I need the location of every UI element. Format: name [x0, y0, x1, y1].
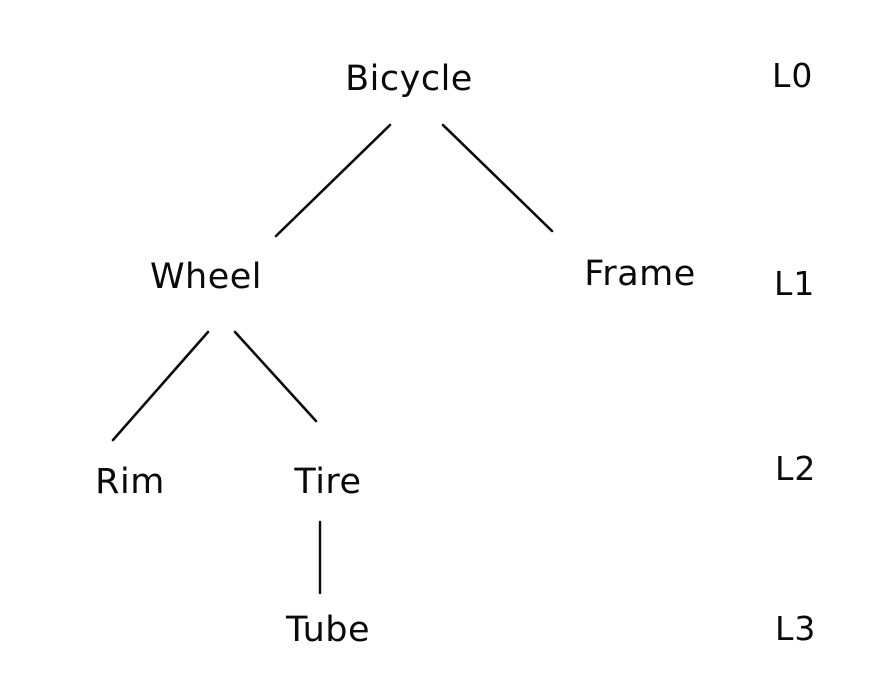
node-bicycle[interactable]: Bicycle: [345, 59, 473, 99]
node-rim[interactable]: Rim: [95, 462, 165, 502]
level-label-l0: L0: [772, 56, 814, 95]
node-tire[interactable]: Tire: [294, 462, 362, 502]
edge-wheel-tire: [233, 330, 318, 423]
node-wheel[interactable]: Wheel: [149, 257, 263, 297]
edge-wheel-rim: [111, 330, 210, 442]
node-tube[interactable]: Tube: [286, 610, 370, 650]
level-label-l2: L2: [775, 449, 817, 488]
level-label-l3: L3: [775, 609, 817, 648]
node-frame[interactable]: Frame: [584, 254, 696, 294]
edge-bicycle-wheel: [274, 123, 392, 238]
edge-bicycle-frame: [441, 123, 554, 233]
level-label-l1: L1: [774, 264, 816, 303]
